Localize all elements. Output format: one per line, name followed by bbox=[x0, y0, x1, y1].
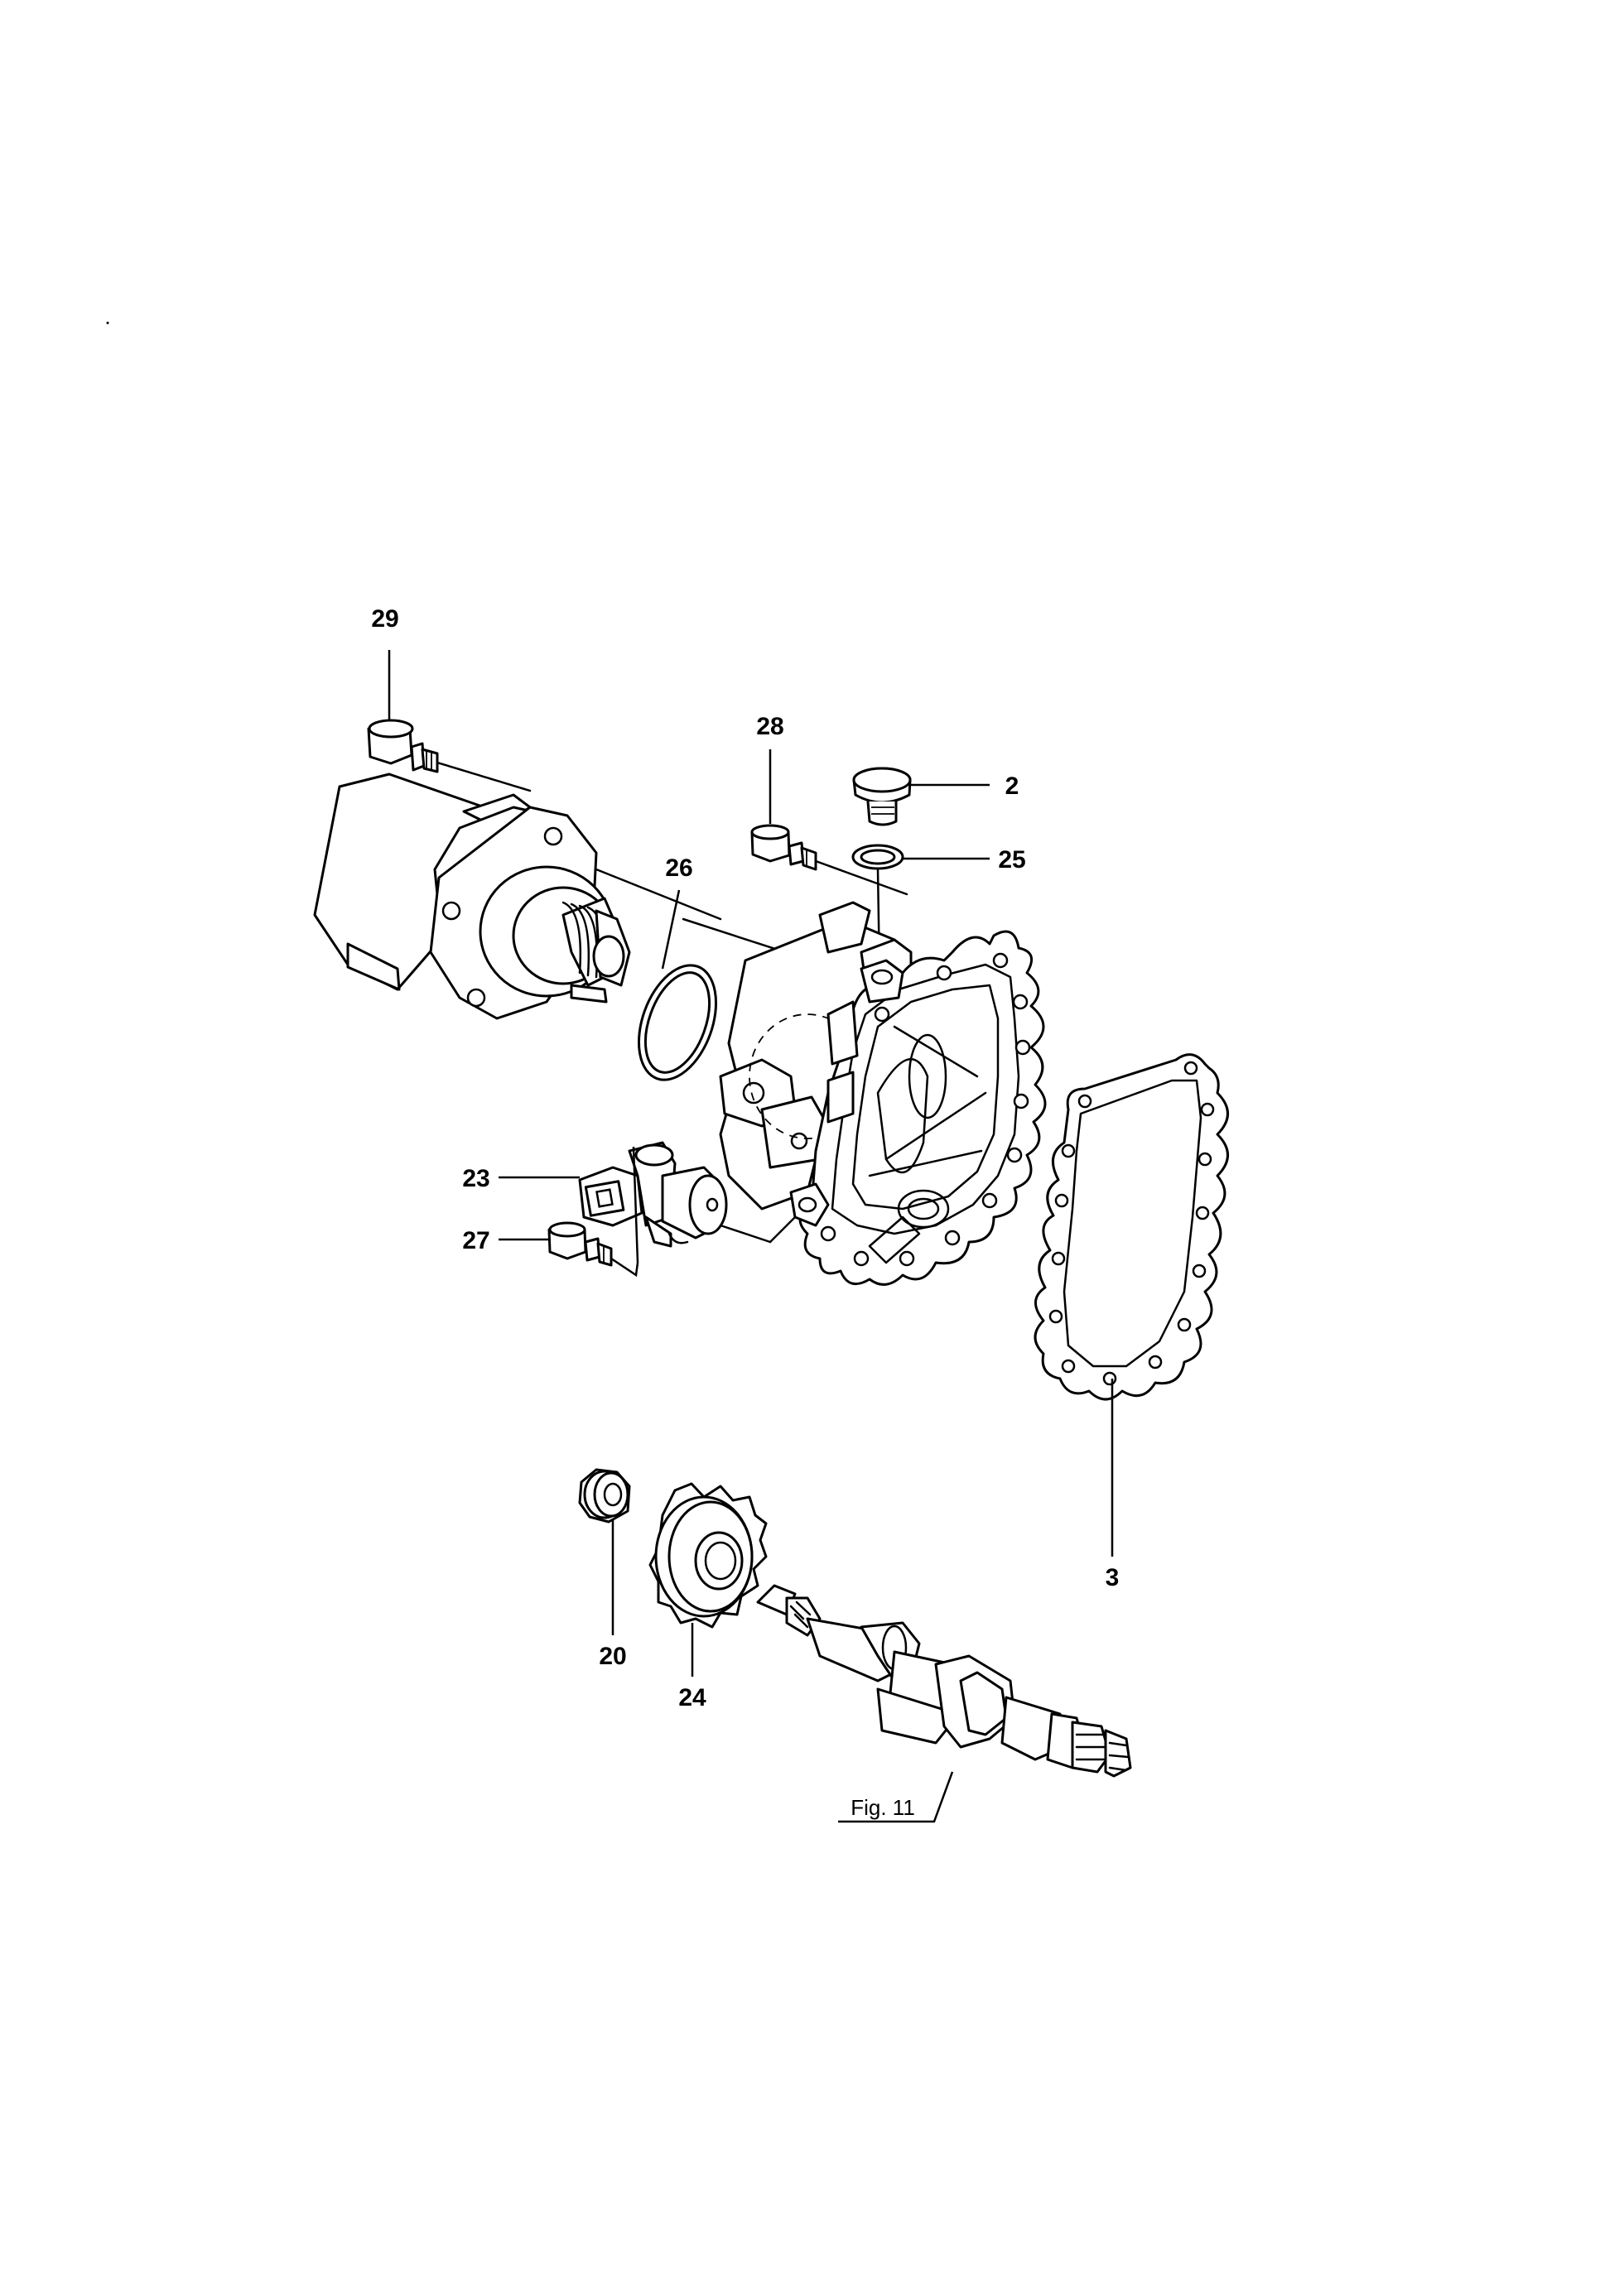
part-25-washer bbox=[851, 844, 904, 975]
part-29-bolt bbox=[367, 719, 532, 792]
part-3-gasket bbox=[1034, 1053, 1229, 1401]
stray-dot bbox=[106, 321, 109, 325]
leader-fig-ref bbox=[838, 1771, 954, 1823]
callout-2: 2 bbox=[1005, 773, 1019, 800]
callout-27: 27 bbox=[462, 1227, 489, 1254]
part-20-nut bbox=[578, 1468, 631, 1523]
callout-3: 3 bbox=[1106, 1564, 1120, 1591]
part-24-gear bbox=[648, 1482, 768, 1629]
callout-29: 29 bbox=[371, 605, 398, 633]
leader-lines bbox=[388, 650, 1114, 1823]
part-23-sensor bbox=[578, 1141, 797, 1248]
part-28-bolt bbox=[750, 824, 908, 896]
callout-26: 26 bbox=[665, 854, 692, 882]
callout-24: 24 bbox=[678, 1684, 706, 1711]
part-27-bolt bbox=[547, 1146, 639, 1278]
callout-28: 28 bbox=[756, 713, 783, 740]
callout-25: 25 bbox=[998, 846, 1025, 874]
leader-26 bbox=[661, 889, 681, 970]
part-2-plug bbox=[852, 767, 912, 826]
figure-reference-label: Fig. 11 bbox=[851, 1795, 915, 1820]
callout-labels: 29 28 2 25 26 23 27 3 20 24 Fig. 11 bbox=[371, 605, 1119, 1820]
part-26-o-ring bbox=[637, 964, 718, 1081]
shaft bbox=[756, 1584, 1132, 1778]
callout-23: 23 bbox=[462, 1165, 489, 1192]
callout-20: 20 bbox=[599, 1643, 626, 1670]
main-housing bbox=[719, 901, 1047, 1286]
actuator-assembly bbox=[313, 773, 838, 1020]
